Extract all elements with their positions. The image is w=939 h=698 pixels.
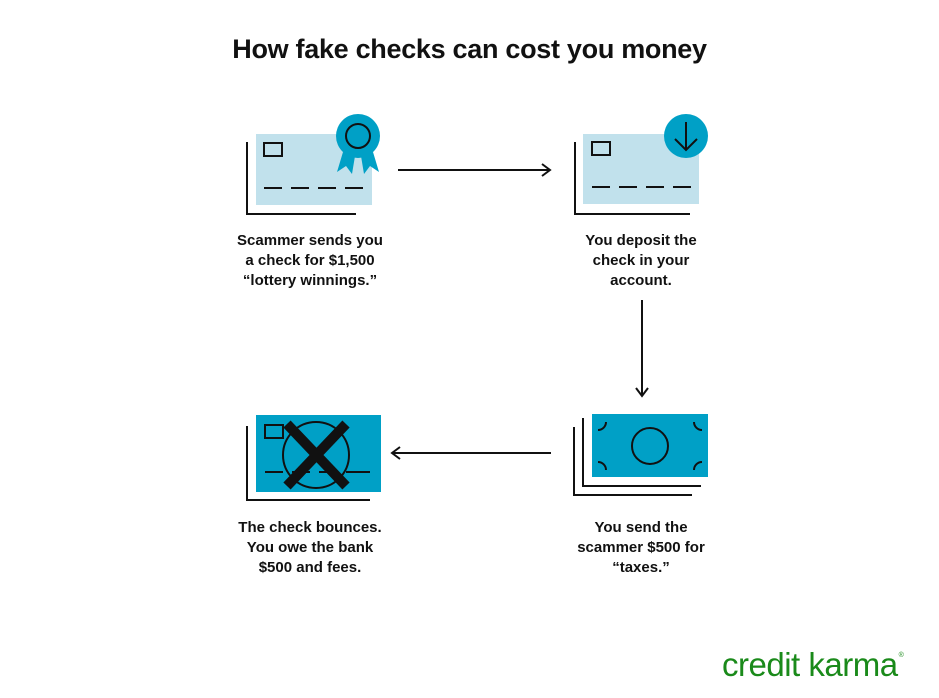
check-with-deposit-arrow-icon xyxy=(574,114,708,215)
step-4-caption: The check bounces. You owe the bank $500… xyxy=(238,519,382,576)
flow-arrow-right xyxy=(398,163,552,177)
check-with-award-ribbon-icon xyxy=(246,114,380,215)
step-3-caption: You send the scammer $500 for “taxes.” xyxy=(577,519,705,576)
registered-mark: ® xyxy=(898,652,904,659)
flow-arrow-down xyxy=(635,300,649,398)
logo-text: credit karma xyxy=(722,646,898,683)
stack-of-cash-icon xyxy=(573,414,708,496)
step-2-caption: You deposit the check in your account. xyxy=(585,232,697,289)
diagram-title: How fake checks can cost you money xyxy=(232,34,707,64)
step-1-caption: Scammer sends you a check for $1,500 “lo… xyxy=(237,232,383,289)
credit-karma-logo: credit karma® xyxy=(722,646,904,684)
bounced-check-x-icon xyxy=(246,415,381,501)
flow-arrow-left xyxy=(390,446,551,460)
